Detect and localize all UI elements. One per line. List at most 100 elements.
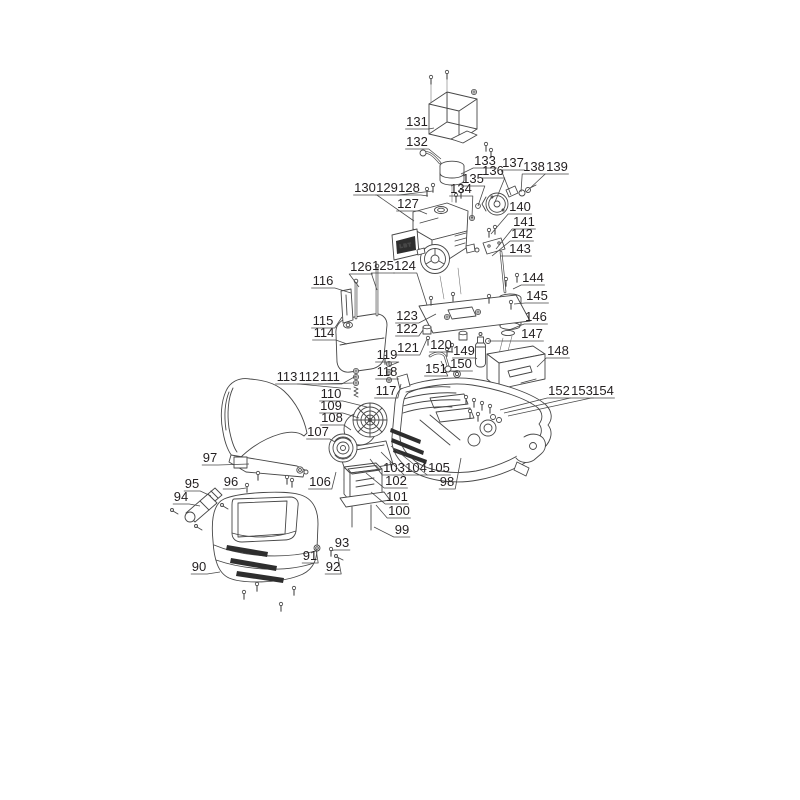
part-number: 135 (462, 171, 484, 186)
part-number: 113 (277, 369, 298, 384)
part-number: 105 (428, 460, 450, 475)
part-label-99: 99 (373, 522, 411, 538)
part-label-146: 146 (508, 309, 548, 331)
leader-line (448, 370, 473, 373)
part-label-106: 106 (308, 471, 337, 490)
part-label-108: 108 (320, 410, 352, 431)
battery-box (486, 345, 546, 390)
part-number: 98 (440, 474, 454, 489)
part-number: 145 (526, 288, 548, 303)
leader-line (396, 210, 428, 215)
leader-line (495, 228, 536, 250)
leader-line (370, 491, 409, 505)
part-number: 99 (395, 522, 409, 537)
leader-line (396, 338, 428, 356)
part-number: 151 (425, 361, 447, 376)
leader-line (312, 339, 348, 345)
part-label-140: 140 (490, 199, 532, 235)
part-label-125: 125 (370, 258, 395, 291)
part-label-143: 143 (500, 241, 532, 257)
part-label-90: 90 (190, 559, 221, 575)
fuel-tank (335, 263, 388, 398)
part-label-136: 136 (481, 163, 506, 203)
leader-line (449, 195, 474, 219)
part-number: 120 (430, 337, 452, 352)
part-number: 103 (383, 460, 405, 475)
leader-line (370, 272, 395, 291)
part-label-107: 107 (306, 424, 336, 443)
part-number: 148 (547, 343, 569, 358)
part-label-113: 113 (275, 369, 352, 390)
part-label-105: 105 (390, 445, 451, 476)
part-label-147: 147 (488, 326, 544, 342)
leader-line (183, 490, 212, 497)
part-label-92: 92 (324, 556, 342, 575)
leader-line (512, 284, 545, 290)
part-label-96: 96 (222, 474, 247, 490)
part-number: 122 (396, 321, 418, 336)
part-number: 131 (406, 114, 428, 129)
part-number: 134 (450, 181, 472, 196)
leader-line (460, 167, 497, 175)
part-label-124: 124 (393, 258, 428, 306)
leader-line (405, 148, 442, 160)
leader-line (481, 177, 506, 203)
part-label-141: 141 (495, 214, 536, 250)
leader-line (503, 397, 594, 414)
part-label-132: 132 (405, 134, 442, 160)
part-number: 137 (502, 155, 524, 170)
part-number: 111 (320, 369, 340, 384)
part-number: 140 (509, 199, 531, 214)
part-number: 95 (185, 476, 199, 491)
part-label-119: 119 (375, 347, 400, 367)
fuel-filter (475, 332, 486, 368)
part-number: 132 (406, 134, 428, 149)
part-label-102: 102 (365, 472, 408, 489)
leader-line (500, 169, 525, 196)
part-number: 100 (388, 503, 410, 518)
part-label-135: 135 (461, 171, 486, 207)
part-label-150: 150 (448, 356, 473, 373)
part-number: 92 (326, 559, 340, 574)
part-number: 115 (313, 313, 334, 328)
part-number: 128 (398, 180, 420, 195)
leader-line (491, 240, 534, 257)
leader-line (536, 357, 570, 368)
part-label-109: 109 (319, 398, 360, 419)
leader-line (311, 316, 343, 329)
part-number: 116 (313, 273, 334, 288)
part-number: 127 (397, 196, 419, 211)
part-number: 126 (350, 259, 372, 274)
part-number: 93 (335, 535, 349, 550)
part-label-104: 104 (380, 451, 428, 476)
part-label-152: 152 (499, 383, 571, 411)
leader-line (172, 503, 201, 507)
leader-line (373, 526, 411, 538)
drain-hose (428, 351, 461, 378)
leader-line (319, 400, 368, 408)
chassis-hardware (382, 354, 411, 390)
part-label-112: 112 (297, 369, 354, 385)
part-number: 112 (299, 369, 320, 384)
leader-line (380, 451, 428, 476)
seat-bracket (228, 454, 306, 478)
part-label-114: 114 (312, 325, 348, 345)
leader-line (452, 357, 478, 360)
part-number: 109 (320, 398, 342, 413)
part-label-121: 121 (396, 338, 428, 356)
leader-line (348, 273, 373, 288)
leader-line (397, 194, 429, 197)
part-number: 129 (376, 180, 398, 195)
leader-line (353, 194, 415, 222)
part-label-127: 127 (396, 196, 428, 215)
chassis-pan (390, 377, 552, 483)
part-number: 108 (321, 410, 343, 425)
part-label-139: 139 (525, 159, 569, 193)
part-label-93: 93 (330, 535, 351, 552)
leader-line (499, 397, 571, 411)
part-label-137: 137 (500, 155, 525, 196)
part-label-142: 142 (491, 226, 534, 257)
leader-line (375, 504, 411, 519)
part-number: 121 (397, 340, 419, 355)
